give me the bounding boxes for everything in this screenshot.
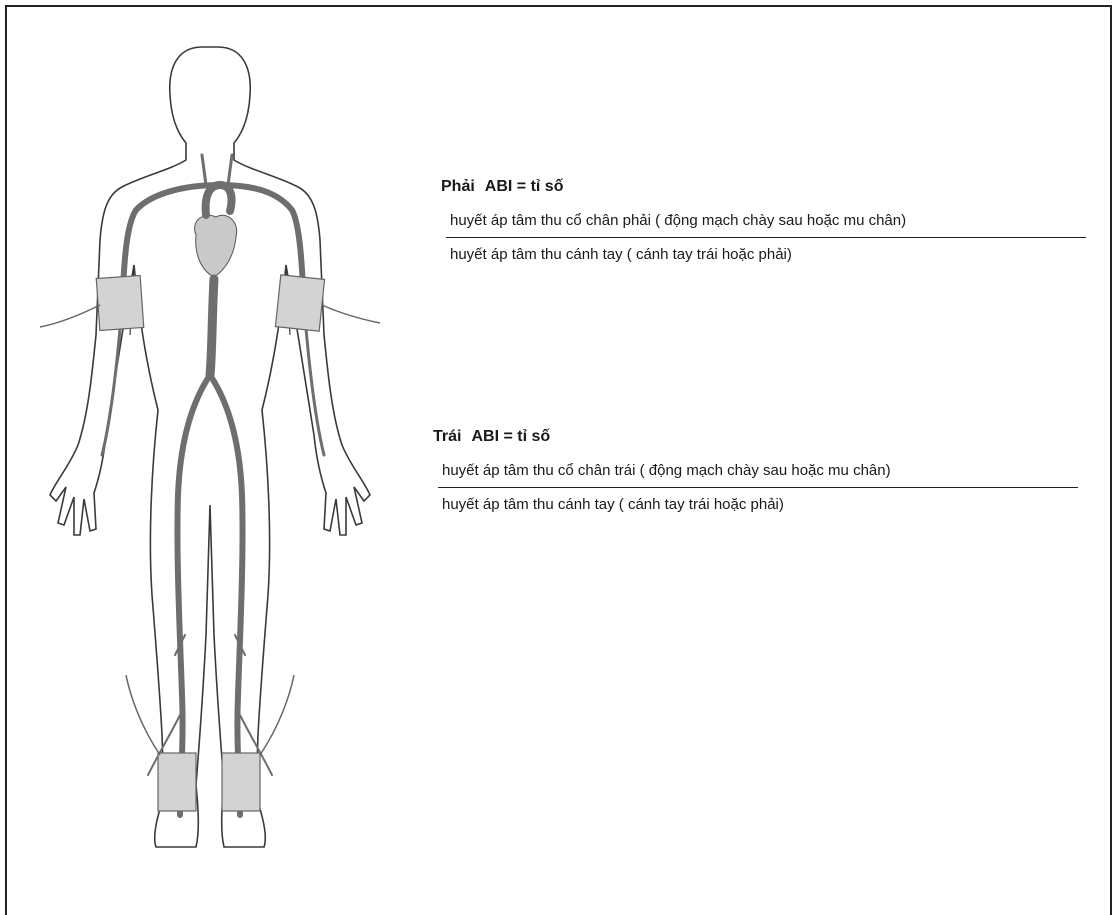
right-abi-title: Phải ABI = tỉ số xyxy=(441,178,1098,196)
left-cuff-tube xyxy=(40,305,100,327)
right-side-label: Phải xyxy=(441,178,475,195)
right-arm-cuff xyxy=(275,275,324,331)
left-abi-formula: Trái ABI = tỉ số huyết áp tâm thu cổ chân… xyxy=(430,428,1090,513)
left-denominator: huyết áp tâm thu cánh tay ( cánh tay trá… xyxy=(442,496,1090,513)
left-ankle-tube xyxy=(126,675,160,755)
left-arm-cuff xyxy=(96,276,144,331)
right-abi-formula: Phải ABI = tỉ số huyết áp tâm thu cổ chân… xyxy=(438,178,1098,263)
left-fraction-bar xyxy=(438,487,1078,488)
left-ankle-cuff xyxy=(158,753,196,811)
left-side-label: Trái xyxy=(433,428,461,445)
left-numerator: huyết áp tâm thu cổ chân trái ( động mạc… xyxy=(442,462,1090,479)
left-abi-title: Trái ABI = tỉ số xyxy=(433,428,1090,446)
right-fraction-bar xyxy=(446,237,1086,238)
right-cuff-tube xyxy=(322,305,380,323)
right-numerator: huyết áp tâm thu cổ chân phải ( động mạc… xyxy=(450,212,1098,229)
right-ankle-cuff xyxy=(222,753,260,811)
heart xyxy=(195,215,237,277)
right-abi-label: ABI = tỉ số xyxy=(485,178,564,195)
body-diagram xyxy=(30,35,400,895)
right-denominator: huyết áp tâm thu cánh tay ( cánh tay trá… xyxy=(450,246,1098,263)
right-ankle-tube xyxy=(260,675,294,755)
left-abi-label: ABI = tỉ số xyxy=(471,428,550,445)
